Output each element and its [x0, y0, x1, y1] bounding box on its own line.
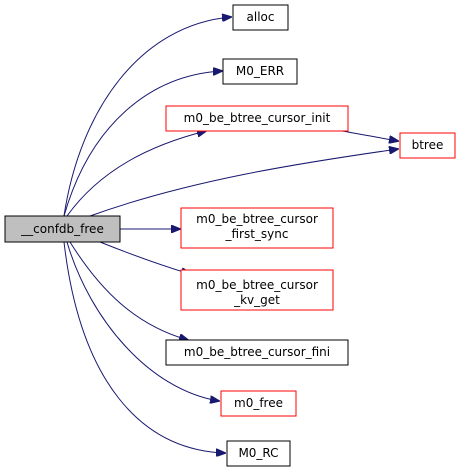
- node-m0-err-label: M0_ERR: [236, 64, 284, 78]
- node-cursor-init-label: m0_be_btree_cursor_init: [184, 111, 331, 125]
- node-cursor-first-sync-label-1: m0_be_btree_cursor: [196, 212, 318, 226]
- node-cursor-init[interactable]: m0_be_btree_cursor_init: [165, 105, 349, 132]
- node-m0-err[interactable]: M0_ERR: [222, 58, 298, 85]
- edge-confdb-free-to-alloc: [63, 17, 231, 217]
- node-m0-rc[interactable]: M0_RC: [226, 440, 291, 467]
- node-btree-label: btree: [412, 138, 444, 152]
- node-cursor-first-sync-label-2: _first_sync: [224, 227, 288, 241]
- call-edges: [63, 17, 398, 453]
- node-cursor-fini-label: m0_be_btree_cursor_fini: [184, 345, 330, 359]
- node-m0-free-label: m0_free: [234, 396, 283, 410]
- node-confdb-free-label: __confdb_free: [20, 222, 104, 236]
- node-cursor-kv-get[interactable]: m0_be_btree_cursor _kv_get: [180, 269, 334, 311]
- node-alloc-label: alloc: [247, 10, 275, 24]
- node-btree[interactable]: btree: [399, 132, 456, 159]
- edge-confdb-free-to-cursor-kv-get: [99, 241, 190, 274]
- node-m0-rc-label: M0_RC: [238, 446, 278, 460]
- edge-confdb-free-to-m0-free: [66, 241, 219, 401]
- node-confdb-free[interactable]: __confdb_free: [4, 215, 121, 243]
- node-alloc[interactable]: alloc: [232, 4, 289, 31]
- edge-confdb-free-to-m0-rc: [63, 241, 225, 453]
- edge-confdb-free-to-cursor-fini: [69, 241, 188, 340]
- edge-confdb-free-to-btree: [89, 149, 398, 217]
- call-graph-nodes: __confdb_free alloc M0_ERR m0_be_btree_c…: [4, 4, 456, 467]
- edge-cursor-init-to-btree: [341, 130, 398, 141]
- node-m0-free[interactable]: m0_free: [220, 390, 297, 417]
- node-cursor-first-sync[interactable]: m0_be_btree_cursor _first_sync: [180, 207, 334, 249]
- node-cursor-fini[interactable]: m0_be_btree_cursor_fini: [165, 339, 349, 366]
- node-cursor-kv-get-label-1: m0_be_btree_cursor: [196, 278, 318, 292]
- edge-confdb-free-to-cursor-init: [66, 131, 206, 217]
- edge-confdb-free-to-m0-err: [63, 71, 222, 217]
- node-cursor-kv-get-label-2: _kv_get: [233, 293, 280, 307]
